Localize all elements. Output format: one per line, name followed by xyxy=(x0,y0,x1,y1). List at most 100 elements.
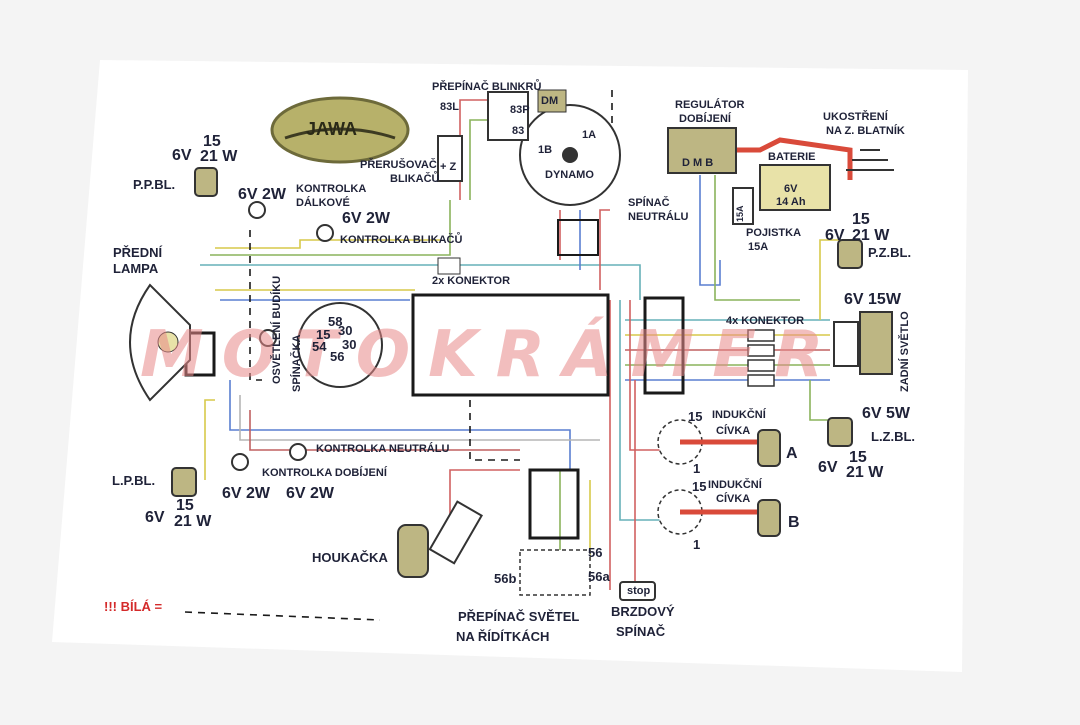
label-zadni-svetlo: ZADNÍ SVĚTLO xyxy=(899,311,911,392)
label-neutralu: NEUTRÁLU xyxy=(628,211,689,223)
label-prepinac-blinkru: PŘEPÍNAČ BLINKRŮ xyxy=(432,81,542,93)
label-dm: DM xyxy=(541,95,559,107)
tail-light-connector-icon xyxy=(833,321,859,367)
label-regulator: REGULÁTOR xyxy=(675,99,745,111)
rear-right-blinker-icon xyxy=(837,239,863,269)
label-coil-b-1: 1 xyxy=(693,537,701,552)
label-4x-konektor: 4x KONEKTOR xyxy=(726,315,805,327)
spark-plug-b-icon xyxy=(757,499,781,537)
wire-grey xyxy=(239,395,600,441)
brake-switch-icon xyxy=(619,581,656,601)
label-interrupter-terminals: + Z xyxy=(440,161,457,173)
label-houkacka: HOUKAČKA xyxy=(312,550,388,565)
kontrolka-dalkove-icon xyxy=(248,201,266,219)
label-kontrolka-blikacu-power: 6V 2W xyxy=(342,210,391,227)
label-zadni-power: 6V 15W xyxy=(844,291,901,308)
jawa-logo-wing xyxy=(284,127,396,140)
wire-red xyxy=(249,410,520,451)
label-pojistka: POJISTKA xyxy=(746,227,802,239)
label-1a: 1A xyxy=(582,129,597,141)
headlamp-bulb-icon xyxy=(157,331,179,353)
horn-relay-icon xyxy=(428,500,483,565)
label-plug-a: A xyxy=(786,445,798,462)
label-dobijeni: DOBÍJENÍ xyxy=(679,113,731,125)
label-prerusovac: PŘERUŠOVAČ xyxy=(360,159,437,171)
spark-plug-a-icon xyxy=(757,429,781,467)
label-terminal-54: 54 xyxy=(312,339,327,354)
label-na-riditkach: NA ŘÍDÍTKÁCH xyxy=(456,629,550,644)
label-plug-b: B xyxy=(788,514,800,531)
label-ukostreni: UKOSTŘENÍ xyxy=(823,111,888,123)
label-dmb: D M B xyxy=(682,157,714,169)
battery-positive-wire xyxy=(735,137,853,180)
label-switch-56b: 56b xyxy=(494,571,517,586)
wire-cyan xyxy=(200,264,641,300)
label-switch-56a: 56a xyxy=(588,569,610,584)
label-spinac: SPÍNAČ xyxy=(628,197,670,209)
label-lpbl-15: 15 xyxy=(176,497,194,514)
label-pzbl-voltage: 6V xyxy=(825,227,845,244)
harness-box-bottom xyxy=(528,468,580,540)
label-pzbl-15: 15 xyxy=(852,211,870,228)
front-left-blinker-icon xyxy=(171,467,197,497)
label-ppbl-21w: 21 W xyxy=(200,148,238,165)
legend-dashed-line xyxy=(184,611,381,621)
label-zadni-5w: 6V 5W xyxy=(862,405,911,422)
label-lpbl-voltage: 6V xyxy=(145,509,165,526)
label-kontrolka: KONTROLKA xyxy=(296,183,367,195)
label-switch-56: 56 xyxy=(588,545,603,560)
label-kontrolka-blikacu: KONTROLKA BLIKAČŮ xyxy=(340,234,463,246)
kontrolka-dobijeni-icon xyxy=(231,453,249,471)
kontrolka-neutralu-icon xyxy=(289,443,307,461)
wire-yellow xyxy=(215,239,440,249)
label-terminal-30a: 30 xyxy=(338,323,353,338)
connector-4x-icon xyxy=(747,329,775,387)
wire-blue-2 xyxy=(229,380,571,470)
wire-blue-3 xyxy=(699,175,721,286)
label-lzbl-21w: 21 W xyxy=(846,464,884,481)
label-83: 83 xyxy=(512,125,525,137)
blinker-switch-icon xyxy=(487,91,529,141)
label-baterie: BATERIE xyxy=(768,151,816,163)
white-wires xyxy=(184,90,613,621)
ignition-switch-icon xyxy=(297,302,383,388)
wire-red-2 xyxy=(599,209,610,290)
label-kontrolka-neutralu: KONTROLKA NEUTRÁLU xyxy=(316,443,450,455)
label-pojistka-15a: 15A xyxy=(748,241,769,253)
label-coil-a-indukcni: INDUKČNÍ xyxy=(712,409,766,421)
label-kontrolka-neutralu-power: 6V 2W xyxy=(286,485,335,502)
handlebar-light-switch-icon xyxy=(519,549,591,596)
rear-left-blinker-icon xyxy=(827,417,853,447)
label-83l: 83L xyxy=(440,101,459,113)
label-dynamo: DYNAMO xyxy=(545,169,594,181)
label-2x-konektor: 2x KONEKTOR xyxy=(432,275,511,287)
label-lzbl-15: 15 xyxy=(849,449,867,466)
label-legend-bila: !!! BÍLÁ = xyxy=(104,599,163,614)
harness-box-right xyxy=(643,296,685,395)
neutral-switch-box xyxy=(557,219,599,256)
label-ukostreni-blatnik: NA Z. BLATNÍK xyxy=(826,125,905,137)
label-lzbl-voltage: 6V xyxy=(818,459,838,476)
label-coil-a-civka: CÍVKA xyxy=(716,425,751,437)
regulator-icon xyxy=(667,127,737,174)
wire-yellow-4 xyxy=(819,239,840,320)
label-lpbl-21w: 21 W xyxy=(174,513,212,530)
label-battery-voltage: 6V xyxy=(784,183,798,195)
fuse-icon xyxy=(732,187,754,225)
label-osvetleni-budiku: OSVĚTLENÍ BUDÍKU xyxy=(271,275,283,384)
jawa-logo-text: JAWA xyxy=(306,119,358,139)
wire-yellow-5 xyxy=(204,399,215,480)
label-lzbl: L.Z.BL. xyxy=(871,429,916,444)
harness-boxes xyxy=(184,219,685,540)
label-terminal-56: 56 xyxy=(330,349,345,364)
label-terminal-58: 58 xyxy=(328,314,343,329)
dm-connector-icon xyxy=(537,89,567,113)
label-blikacu: BLIKAČŮ xyxy=(390,173,440,185)
label-ppbl: P.P.BL. xyxy=(133,177,176,192)
label-ppbl-15: 15 xyxy=(203,133,221,150)
label-brzdovy: BRZDOVÝ xyxy=(611,604,675,619)
ground-icon xyxy=(846,149,894,171)
label-stop: stop xyxy=(627,585,651,597)
label-dalkove: DÁLKOVÉ xyxy=(296,197,350,209)
